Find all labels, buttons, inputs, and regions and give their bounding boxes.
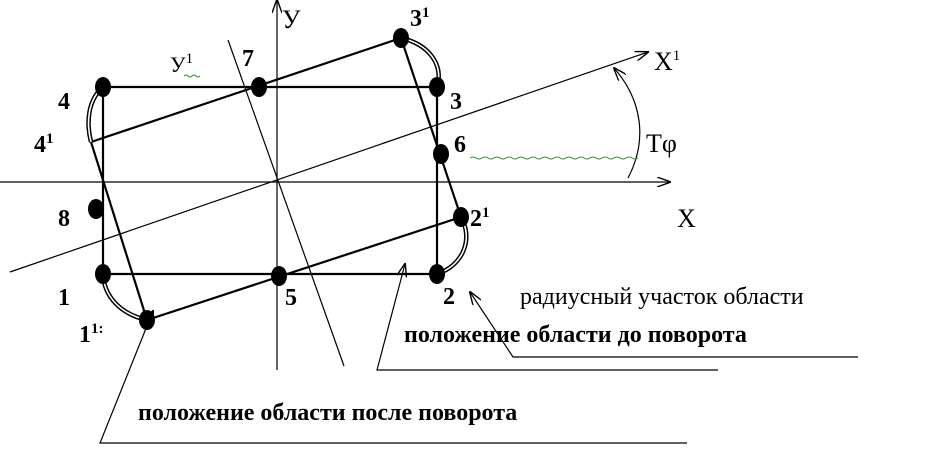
label-angle: Tφ [646,129,677,158]
label-axis-x: X [677,204,696,233]
y1-axis [227,39,345,367]
label-axis-y1: У1 [170,51,193,77]
label-axis-y1-sup: 1 [186,51,194,67]
point-8 [88,199,104,219]
label-axis-y: У [282,5,301,34]
label-6: 6 [454,132,466,158]
squiggle-angle [469,156,639,160]
label-7: 7 [242,46,254,72]
region-before-rotation [101,85,439,276]
label-1: 1 [58,285,70,311]
point-5 [271,266,287,286]
point-3 [429,77,445,97]
label-4r: 41 [34,131,54,158]
label-2r-sup: 1 [482,205,490,221]
label-4r-sup: 1 [46,131,54,147]
point-2r [453,207,469,227]
label-2r-base: 2 [470,206,482,232]
leader-before-rotation [376,264,718,371]
label-axis-x1-sup: 1 [673,48,681,64]
label-2: 2 [443,284,455,310]
point-7 [251,77,267,97]
label-5: 5 [285,285,297,311]
label-3r-sup: 1 [422,5,430,21]
label-axis-x1: X1 [654,47,680,76]
caption-after-rotation: положение области после поворота [138,400,517,426]
label-3r-base: 3 [410,6,422,32]
leader-radius-section [470,292,858,358]
caption-radius-section: радиусный участок области [520,284,804,310]
point-6 [433,144,449,164]
label-4: 4 [58,89,70,115]
point-3r [393,28,409,48]
caption-before-rotation: положение области до поворота [404,322,747,348]
x1-axis [9,52,648,273]
leader-after-rotation [99,311,687,444]
point-1 [95,264,111,284]
label-4r-base: 4 [34,132,46,158]
squiggle-y1 [183,74,201,78]
label-3r: 31 [410,5,430,32]
label-1r: 11: [79,321,104,348]
label-axis-x1-base: X [654,47,673,76]
label-1r-base: 1 [79,322,91,348]
rotation-angle-arrow [614,68,641,179]
label-2r: 21 [470,205,490,232]
label-8: 8 [58,206,70,232]
label-1r-sup: 1: [91,321,104,337]
point-4 [95,77,111,97]
label-3: 3 [450,89,462,115]
label-axis-y1-base: У [170,52,186,77]
point-2 [429,264,445,284]
